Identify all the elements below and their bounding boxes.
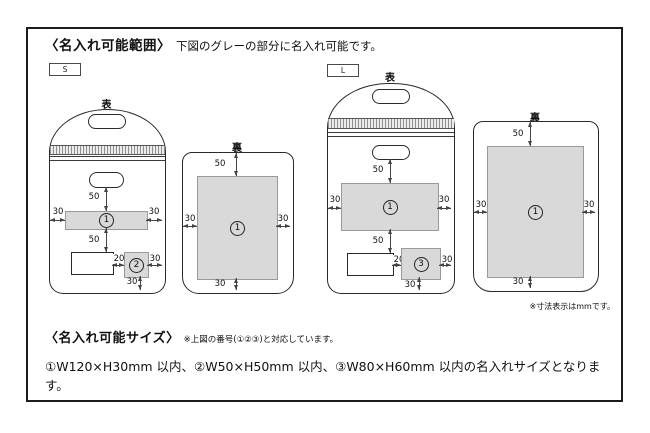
footer-body: ①W120×H30mm 以内、②W50×H50mm 以内、③W80×H60mm … [45,359,601,393]
l-front-bag: 50 1 30 30 50 20 3 30 30 [327,83,455,294]
footer-header: 〈名入れ可能サイズ〉 ※上図の番号(①②③)と対応しています。 [45,327,338,346]
l-front-label: 表 [385,73,395,84]
dim-arrow-30 [147,263,162,267]
label-pocket-rect [71,252,114,275]
print-area-1: 1 [341,183,439,231]
area-number-1: 1 [382,199,398,215]
dim-arrow-30 [276,224,290,228]
footer-note: ※上図の番号(①②③)と対応しています。 [183,335,339,345]
dim-label-30: 30 [277,214,289,224]
dim-label-50: 50 [214,159,226,169]
s-front-label: 表 [101,100,112,111]
dim-arrow-50 [104,187,108,211]
size-badge-l: L [327,64,359,77]
page-subtitle: 下図のグレーの部分に名入れ可能です。 [176,39,382,53]
dim-label-30: 30 [441,255,453,265]
dim-label-50: 50 [512,129,524,139]
print-area-2: 2 [124,252,149,278]
label-pocket-rect [347,253,394,276]
dim-arrow-30 [146,218,162,222]
dim-label-30: 30 [438,195,450,205]
s-back-panel: 1 50 30 30 30 [182,152,294,294]
dim-label-30: 30 [52,207,64,217]
dim-arrow-50 [388,229,392,253]
seal-line [50,156,165,157]
dim-arrow-30 [437,206,451,210]
page-title: 〈名入れ可能範囲〉 [45,38,171,54]
s-front-bag: 50 1 30 30 50 20 2 30 30 [49,109,166,294]
dim-arrow-50 [528,122,532,146]
s-back-label: 裏 [232,143,242,154]
dim-label-30: 30 [404,280,416,290]
area-number-1: 1 [99,213,114,228]
print-area-3: 3 [401,248,441,280]
dim-label-30: 30 [126,277,138,287]
dim-label-30: 30 [184,214,196,224]
area-number-1: 1 [230,220,245,236]
print-area-1: 1 [197,176,278,280]
page-border [26,27,623,402]
units-note: ※寸法表示はmmです。 [529,302,616,311]
area-number-1: 1 [528,204,543,220]
dim-label-50: 50 [88,192,100,202]
dim-arrow-30 [582,210,595,214]
dim-arrow-30 [474,210,487,214]
footer-title: 〈名入れ可能サイズ〉 [45,331,180,346]
handle-hole [372,145,410,160]
dim-arrow-50 [388,159,392,183]
dim-arrow-50 [234,153,238,176]
dim-label-50: 50 [372,165,384,175]
zipper-strip [50,145,165,155]
dim-label-20: 20 [113,254,125,264]
area-number-2: 2 [129,257,144,273]
dim-label-30: 30 [475,200,487,210]
dim-arrow-50 [104,228,108,252]
seal-line [328,132,454,133]
dim-label-30: 30 [583,200,595,210]
l-back-panel: 1 50 30 30 30 [473,121,599,292]
dim-arrow-30 [138,276,142,290]
handle-hole [372,89,410,104]
dim-arrow-20 [112,263,124,267]
l-back-label: 裏 [530,113,540,124]
dim-arrow-30 [328,206,341,210]
header: 〈名入れ可能範囲〉 下図のグレーの部分に名入れ可能です。 [45,34,382,54]
dim-label-30: 30 [329,195,341,205]
seal-line [328,136,454,137]
dim-arrow-30 [439,263,451,267]
handle-hole [88,114,126,129]
handle-hole [89,172,124,188]
seal-line [50,160,165,161]
print-area-1: 1 [487,146,584,278]
dim-arrow-30 [183,224,197,228]
dim-label-20: 20 [393,255,405,265]
dim-label-30: 30 [512,277,524,287]
dim-arrow-30 [234,278,238,290]
dim-label-50: 50 [88,235,100,245]
size-badge-s: S [49,63,81,76]
dim-arrow-30 [50,218,65,222]
dim-arrow-20 [392,263,401,267]
dim-label-30: 30 [148,207,160,217]
dim-label-30: 30 [149,254,161,264]
dim-label-50: 50 [372,236,384,246]
zipper-strip [328,118,454,129]
dim-label-30: 30 [214,279,226,289]
dim-arrow-30 [417,277,421,290]
dim-arrow-30 [528,276,532,288]
area-number-3: 3 [413,256,429,272]
